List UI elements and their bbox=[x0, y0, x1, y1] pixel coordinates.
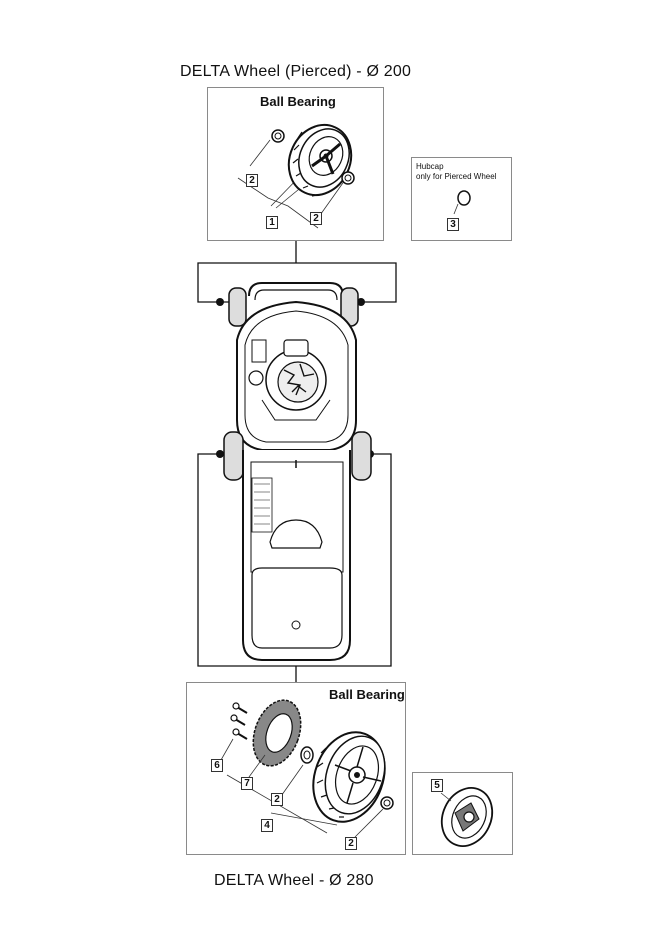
callout-cap-5: 5 bbox=[431, 779, 443, 792]
hubcap-note: only for Pierced Wheel bbox=[416, 172, 497, 181]
callout-bottom-4: 4 bbox=[261, 819, 273, 832]
delta-wheel-drawing bbox=[216, 699, 394, 838]
wheel-cap-panel: 5 bbox=[412, 772, 513, 855]
top-title: DELTA Wheel (Pierced) - Ø 200 bbox=[180, 63, 412, 80]
pierced-wheel-drawing bbox=[237, 123, 355, 229]
callout-hubcap-3: 3 bbox=[447, 218, 459, 231]
wheel-cap-drawing bbox=[440, 787, 494, 847]
callout-top-1: 1 bbox=[266, 216, 278, 229]
callout-bottom-7: 7 bbox=[241, 777, 253, 790]
callout-bottom-2a: 2 bbox=[271, 793, 283, 806]
hubcap-panel: Hubcap only for Pierced Wheel 3 bbox=[411, 157, 512, 241]
bottom-title: DELTA Wheel - Ø 280 bbox=[214, 872, 374, 889]
bottom-wheel-panel: Ball Bearing 6 7 2 4 2 bbox=[186, 682, 406, 855]
hubcap-label: Hubcap bbox=[416, 162, 444, 171]
callout-bottom-6: 6 bbox=[211, 759, 223, 772]
top-ball-bearing-label: Ball Bearing bbox=[260, 94, 336, 109]
callout-top-2b: 2 bbox=[310, 212, 322, 225]
hubcap-drawing bbox=[453, 190, 471, 215]
top-wheel-panel: Ball Bearing 2 1 2 bbox=[207, 87, 384, 241]
bottom-ball-bearing-label: Ball Bearing bbox=[329, 687, 405, 702]
callout-top-2a: 2 bbox=[246, 174, 258, 187]
callout-bottom-2b: 2 bbox=[345, 837, 357, 850]
